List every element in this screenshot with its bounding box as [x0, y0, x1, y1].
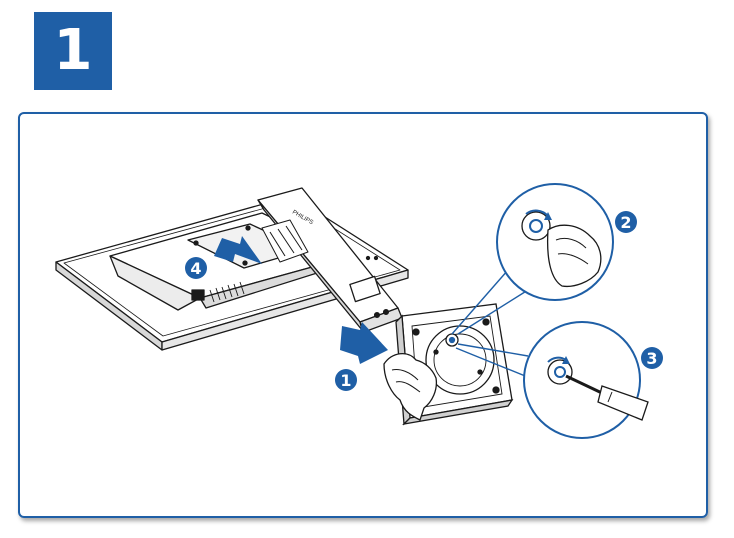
- step-number: 1: [53, 18, 93, 83]
- hand-icon: [383, 353, 438, 421]
- zoom-detail-2: [496, 183, 614, 301]
- callout-2-label: 2: [620, 213, 631, 232]
- base-rotating-disc: [425, 325, 495, 395]
- callout-3: 3: [641, 347, 663, 369]
- arrow-attach-icon: [340, 322, 388, 364]
- callout-1-label: 1: [340, 371, 351, 390]
- vent-grille: [209, 281, 245, 303]
- callout-4-label: 4: [190, 259, 201, 278]
- callout-3-label: 3: [646, 349, 657, 368]
- leader-lines: [451, 269, 541, 383]
- illustration-frame: [18, 112, 708, 518]
- callout-4: 4: [185, 257, 207, 279]
- callout-2: 2: [615, 211, 637, 233]
- screwdriver-icon: [565, 374, 649, 421]
- zoom-detail-3: [523, 321, 649, 439]
- monitor: PHILIPS: [55, 187, 409, 351]
- step-number-badge: 1: [34, 12, 112, 90]
- power-port: [191, 289, 205, 301]
- arrow-slide-icon: [214, 236, 262, 264]
- stand-hinge: [261, 219, 309, 263]
- callout-1: 1: [335, 369, 357, 391]
